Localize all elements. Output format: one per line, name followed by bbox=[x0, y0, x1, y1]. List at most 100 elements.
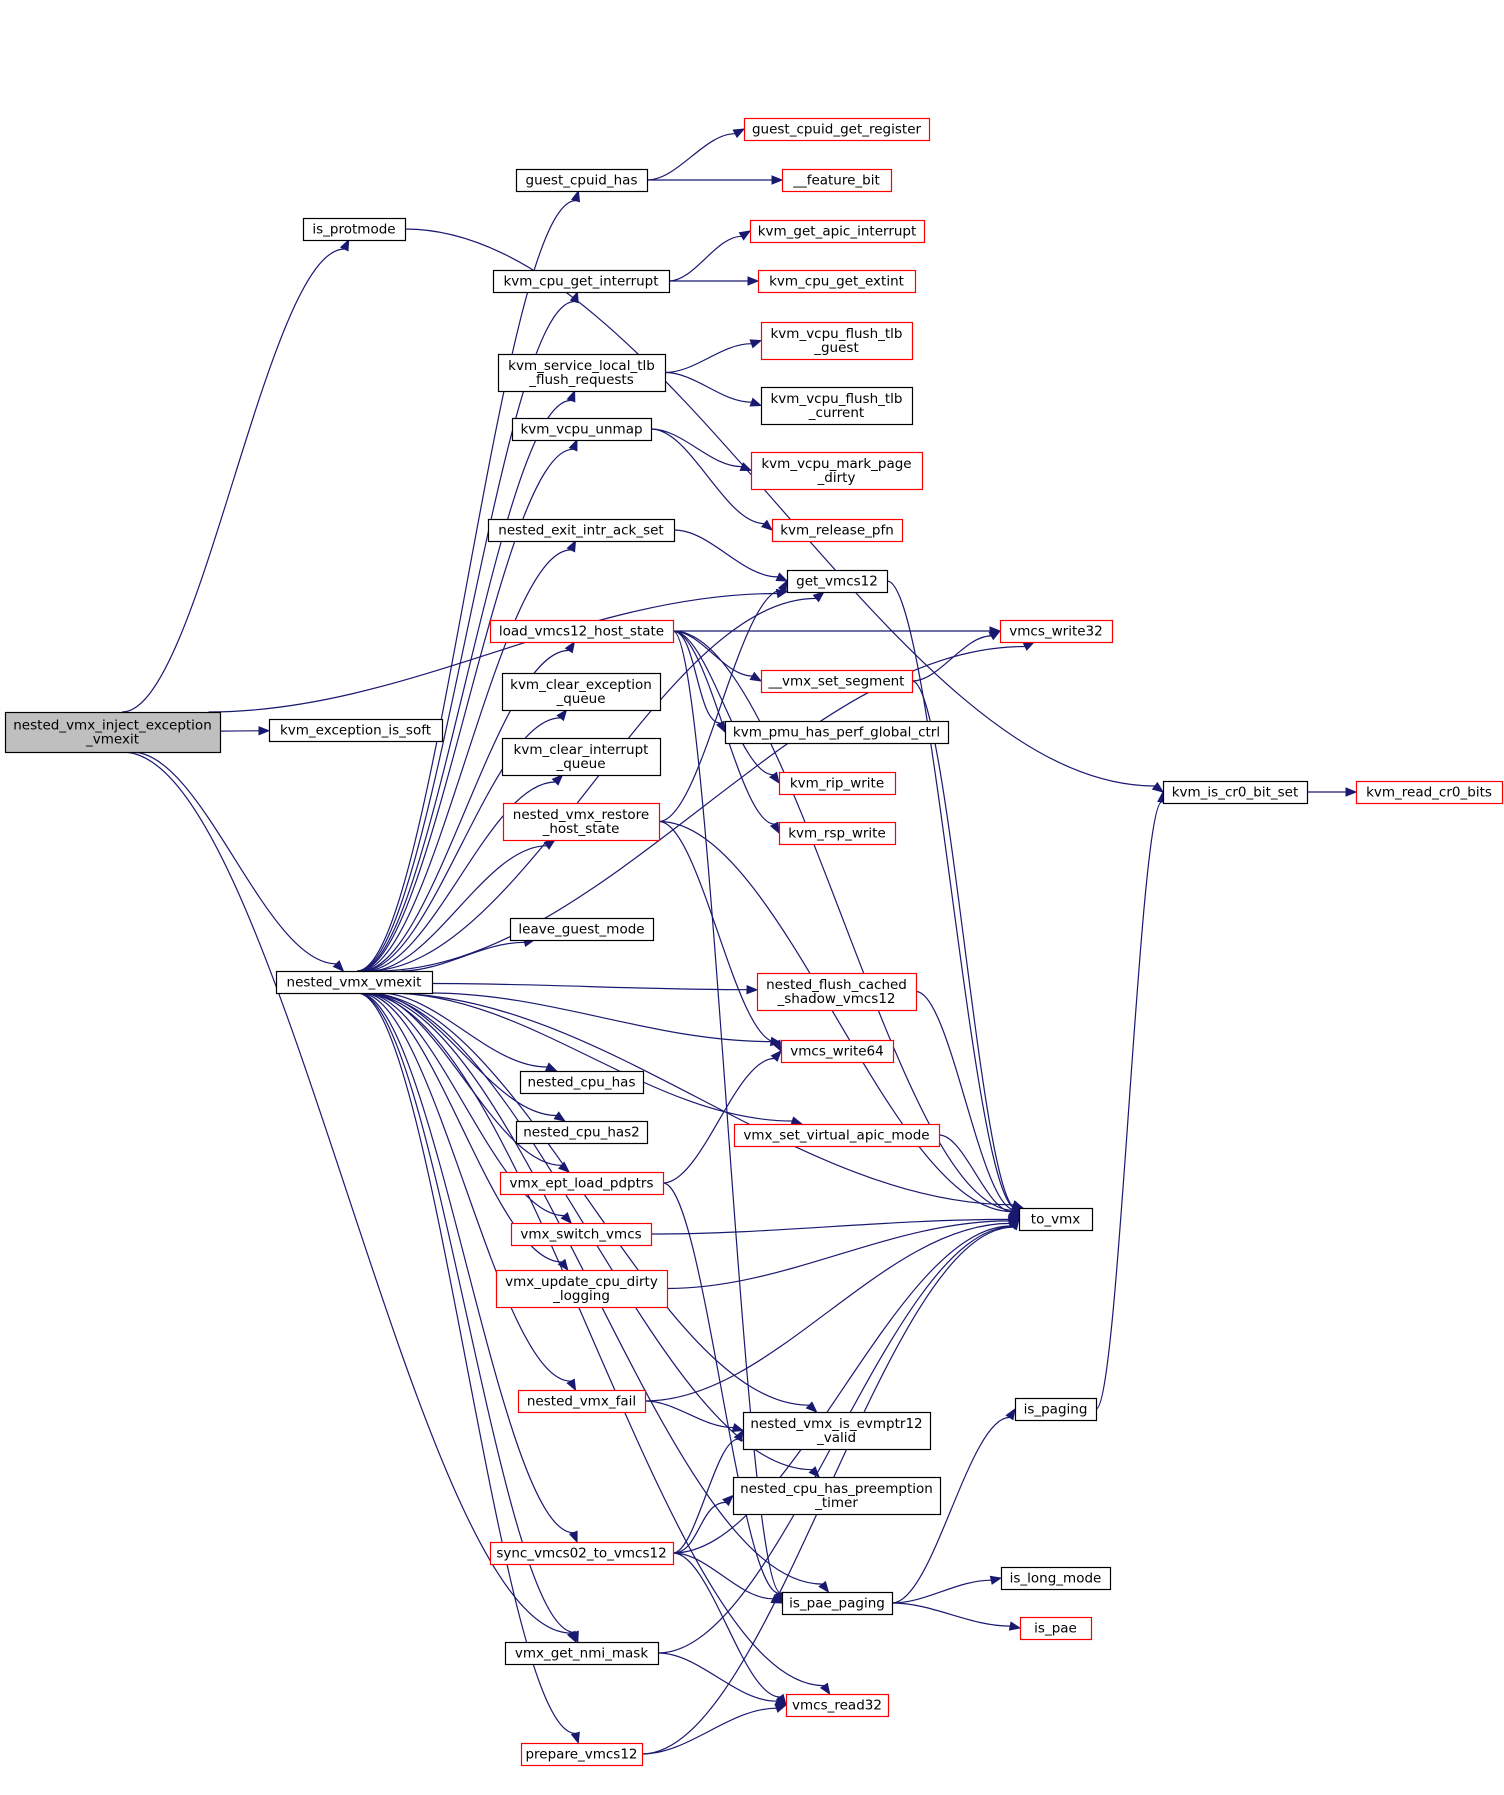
node-is-paging[interactable]: is_paging bbox=[1014, 1397, 1098, 1422]
node-nested-flush-cached[interactable]: nested_flush_cached_shadow_vmcs12 bbox=[756, 972, 918, 1012]
node-box bbox=[999, 619, 1114, 644]
edge-nested_vmx_vmexit-to-nested_vmx_fail bbox=[359, 992, 577, 1392]
node-label: _valid bbox=[816, 1430, 856, 1446]
node-box bbox=[760, 321, 914, 361]
node-nested-exit-intr-ack-set[interactable]: nested_exit_intr_ack_set bbox=[487, 518, 676, 543]
node-nested-vmx-vmexit[interactable]: nested_vmx_vmexit bbox=[275, 970, 434, 995]
node-kvm-clear-interrupt[interactable]: kvm_clear_interrupt_queue bbox=[501, 737, 662, 777]
node-vmx-update-cpu-dirty[interactable]: vmx_update_cpu_dirty_logging bbox=[495, 1269, 669, 1309]
node-box bbox=[781, 1591, 894, 1616]
node-box bbox=[1355, 780, 1504, 805]
node-kvm-rip-write[interactable]: kvm_rip_write bbox=[778, 771, 897, 796]
node-nested-cpu-has-preemption[interactable]: nested_cpu_has_preemption_timer bbox=[732, 1476, 942, 1516]
edge-kvm_vcpu_unmap-to-kvm_vcpu_mark_page_dirty bbox=[650, 428, 753, 472]
node-label: kvm_clear_exception bbox=[510, 677, 652, 693]
node-load-vmcs12-host-state[interactable]: load_vmcs12_host_state bbox=[489, 619, 675, 644]
node-kvm-get-apic-interrupt[interactable]: kvm_get_apic_interrupt bbox=[749, 219, 926, 244]
node-label: is_pae_paging bbox=[789, 1596, 885, 1612]
edge-nested_vmx_vmexit-to-vmcs_read32 bbox=[361, 992, 831, 1696]
node-box bbox=[489, 1541, 675, 1566]
node-vmcs-read32[interactable]: vmcs_read32 bbox=[785, 1693, 890, 1718]
node-box bbox=[302, 217, 407, 242]
node-label: _dirty bbox=[817, 470, 856, 486]
node-label: _host_state bbox=[542, 821, 620, 837]
node-label: kvm_is_cr0_bit_set bbox=[1172, 785, 1299, 801]
node-layer: nested_vmx_inject_exception_vmexit is_pro… bbox=[4, 117, 1504, 1767]
node-root[interactable]: nested_vmx_inject_exception_vmexit bbox=[4, 711, 222, 754]
node-label: nested_flush_cached bbox=[766, 977, 907, 993]
node-vmcs-write64[interactable]: vmcs_write64 bbox=[780, 1039, 895, 1064]
edge-nested_vmx_vmexit-to-vmx_update_cpu_dirty bbox=[362, 992, 569, 1272]
node-nested-vmx-restore[interactable]: nested_vmx_restore_host_state bbox=[502, 802, 661, 842]
edge-nested_vmx_vmexit-to-get_vmcs12 bbox=[367, 591, 825, 972]
node-label: to_vmx bbox=[1031, 1212, 1080, 1228]
node-kvm-clear-exception[interactable]: kvm_clear_exception_queue bbox=[501, 672, 662, 712]
edge-kvm_service_local_tlb-to-kvm_vcpu_flush_tlb_current bbox=[664, 371, 763, 407]
node-label: _flush_requests bbox=[528, 372, 634, 388]
node-is-protmode[interactable]: is_protmode bbox=[302, 217, 407, 242]
node-label: kvm_pmu_has_perf_global_ctrl bbox=[733, 725, 940, 741]
node-is-pae-paging[interactable]: is_pae_paging bbox=[781, 1591, 894, 1616]
node-vmcs-write32[interactable]: vmcs_write32 bbox=[999, 619, 1114, 644]
node-nested-cpu-has2[interactable]: nested_cpu_has2 bbox=[515, 1120, 649, 1145]
edge-kvm_cpu_get_interrupt-to-kvm_get_apic_interrupt bbox=[668, 230, 752, 282]
node-leave-guest-mode[interactable]: leave_guest_mode bbox=[509, 917, 655, 942]
node-kvm-rsp-write[interactable]: kvm_rsp_write bbox=[778, 821, 897, 846]
edge-nested_vmx_vmexit-to-nested_cpu_has2 bbox=[370, 992, 566, 1122]
edge-load_vmcs12_host_state-to-vmcs_write32 bbox=[672, 626, 1002, 636]
edge-nested_vmx_restore-to-get_vmcs12 bbox=[658, 579, 788, 823]
node-nested-vmx-is-evmptr12[interactable]: nested_vmx_is_evmptr12_valid bbox=[742, 1411, 932, 1451]
node-box bbox=[1162, 780, 1309, 805]
node-kvm-vcpu-flush-tlb-current[interactable]: kvm_vcpu_flush_tlb_current bbox=[760, 386, 914, 426]
node-kvm-vcpu-flush-tlb-guest[interactable]: kvm_vcpu_flush_tlb_guest bbox=[760, 321, 914, 361]
node-label: prepare_vmcs12 bbox=[525, 1747, 637, 1763]
edge-kvm_is_cr0_bit_set-to-kvm_read_cr0_bits bbox=[1306, 787, 1358, 797]
node-label: nested_vmx_fail bbox=[527, 1394, 636, 1410]
node-kvm-pmu-has-perf-global-ctrl[interactable]: kvm_pmu_has_perf_global_ctrl bbox=[724, 720, 950, 745]
node-label: _timer bbox=[814, 1495, 858, 1511]
node-kvm-cpu-get-extint[interactable]: kvm_cpu_get_extint bbox=[757, 269, 917, 294]
node-box bbox=[511, 417, 653, 442]
edge-nested_vmx_vmexit-to-prepare_vmcs12 bbox=[357, 992, 580, 1745]
node-sync-vmcs02-to-vmcs12[interactable]: sync_vmcs02_to_vmcs12 bbox=[489, 1541, 675, 1566]
edge-vmx_set_segment-to-vmcs_write32 bbox=[911, 630, 1002, 682]
node-kvm-service-local-tlb[interactable]: kvm_service_local_tlb_flush_requests bbox=[497, 353, 667, 393]
node-nested-cpu-has[interactable]: nested_cpu_has bbox=[519, 1070, 645, 1095]
node-kvm-read-cr0-bits[interactable]: kvm_read_cr0_bits bbox=[1355, 780, 1504, 805]
node-guest-cpuid-get-register[interactable]: guest_cpuid_get_register bbox=[743, 117, 931, 142]
node-kvm-is-cr0-bit-set[interactable]: kvm_is_cr0_bit_set bbox=[1162, 780, 1309, 805]
node-box bbox=[509, 917, 655, 942]
node-prepare-vmcs12[interactable]: prepare_vmcs12 bbox=[520, 1742, 644, 1767]
node-box bbox=[1019, 1616, 1093, 1641]
edge-nested_vmx_fail-to-to_vmx bbox=[644, 1218, 1021, 1402]
node-label: kvm_vcpu_unmap bbox=[520, 422, 642, 438]
edge-prepare_vmcs12-to-vmcs_read32 bbox=[641, 1703, 788, 1755]
node-vmx-get-nmi-mask[interactable]: vmx_get_nmi_mask bbox=[504, 1641, 660, 1666]
node-is-long-mode[interactable]: is_long_mode bbox=[1000, 1566, 1112, 1591]
node-is-pae[interactable]: is_pae bbox=[1019, 1616, 1093, 1641]
node-kvm-exception-is-soft[interactable]: kvm_exception_is_soft bbox=[268, 718, 444, 743]
node-label: get_vmcs12 bbox=[796, 574, 878, 590]
node-vmx-ept-load-pdptrs[interactable]: vmx_ept_load_pdptrs bbox=[499, 1171, 665, 1196]
edge-guest_cpuid_has-to-guest_cpuid_get_register bbox=[646, 128, 746, 181]
node-nested-vmx-fail[interactable]: nested_vmx_fail bbox=[517, 1389, 647, 1414]
node-box bbox=[268, 718, 444, 743]
node-vmx-switch-vmcs[interactable]: vmx_switch_vmcs bbox=[510, 1222, 653, 1247]
node-label: kvm_cpu_get_extint bbox=[769, 274, 904, 290]
node-feature-bit[interactable]: __feature_bit bbox=[781, 168, 893, 193]
node-get-vmcs12[interactable]: get_vmcs12 bbox=[786, 569, 889, 594]
node-label: nested_vmx_restore bbox=[513, 807, 649, 823]
node-to-vmx[interactable]: to_vmx bbox=[1018, 1207, 1094, 1232]
node-label: _queue bbox=[555, 691, 605, 707]
node-kvm-cpu-get-interrupt[interactable]: kvm_cpu_get_interrupt bbox=[492, 269, 671, 294]
node-kvm-vcpu-mark-page-dirty[interactable]: kvm_vcpu_mark_page_dirty bbox=[750, 451, 924, 491]
node-vmx-set-virtual-apic-mode[interactable]: vmx_set_virtual_apic_mode bbox=[733, 1123, 941, 1148]
node-guest-cpuid-has[interactable]: guest_cpuid_has bbox=[515, 168, 649, 193]
node-vmx-set-segment[interactable]: __vmx_set_segment bbox=[760, 669, 914, 694]
edge-is_paging-to-kvm_is_cr0_bit_set bbox=[1095, 790, 1167, 1410]
node-label: is_protmode bbox=[312, 222, 395, 238]
node-box bbox=[785, 1693, 890, 1718]
node-kvm-release-pfn[interactable]: kvm_release_pfn bbox=[771, 518, 904, 543]
edge-load_vmcs12_host_state-to-kvm_rip_write bbox=[672, 630, 780, 785]
node-kvm-vcpu-unmap[interactable]: kvm_vcpu_unmap bbox=[511, 417, 653, 442]
